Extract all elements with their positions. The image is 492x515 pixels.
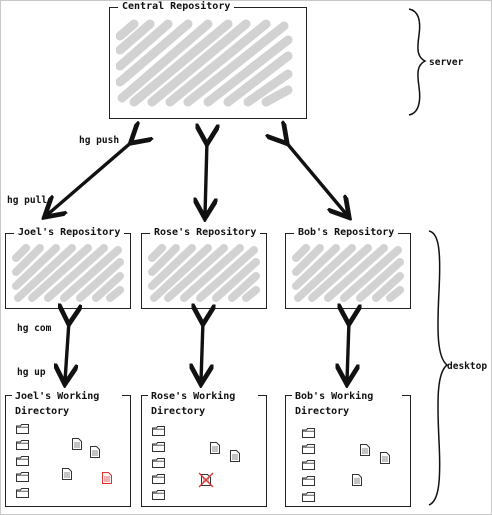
folder-icon	[152, 442, 165, 452]
update-commit-arrow-rose	[201, 321, 203, 381]
scribble-fill	[148, 244, 260, 302]
folder-icon	[152, 426, 165, 436]
hg-pull-label: hg pull	[7, 195, 48, 206]
hg-up-label: hg up	[17, 367, 46, 378]
hg-push-label: hg push	[79, 135, 120, 146]
server-label: server	[429, 57, 464, 68]
document-icon	[380, 452, 390, 464]
document-icon	[352, 474, 362, 486]
document-icon	[360, 444, 370, 456]
document-icon	[90, 446, 100, 458]
push-pull-arrow-joel	[47, 141, 133, 215]
folder-icon	[16, 440, 29, 450]
joel-working-directory-box: Joel's Working Directory	[5, 389, 131, 507]
folder-icon	[302, 476, 315, 486]
deleted-document-icon	[198, 472, 214, 488]
folder-icon	[152, 458, 165, 468]
folder-icon	[16, 424, 29, 434]
push-pull-arrow-rose	[205, 141, 207, 215]
rose-working-directory-title: Rose's Working Directory	[148, 389, 258, 419]
bob-repository-box: Bob's Repository	[285, 226, 411, 309]
desktop-label: desktop	[447, 361, 488, 372]
scribble-fill	[292, 244, 404, 302]
document-icon	[210, 442, 220, 454]
scribble-fill	[116, 19, 293, 107]
update-commit-arrow-bob	[347, 321, 349, 381]
folder-icon	[16, 488, 29, 498]
scribble-fill	[12, 244, 124, 302]
joel-repository-box: Joel's Repository	[5, 226, 131, 309]
bob-working-directory-box: Bob's Working Directory	[285, 389, 411, 507]
folder-icon	[302, 428, 315, 438]
modified-document-icon	[102, 472, 112, 484]
server-brace	[408, 8, 427, 116]
folder-icon	[16, 472, 29, 482]
hg-com-label: hg com	[17, 323, 52, 334]
joel-repository-title: Joel's Repository	[14, 226, 125, 240]
folder-icon	[302, 460, 315, 470]
desktop-brace	[428, 230, 449, 506]
bob-working-directory-title: Bob's Working Directory	[292, 389, 402, 419]
folder-icon	[152, 474, 165, 484]
rose-repository-title: Rose's Repository	[150, 226, 261, 240]
central-repository-box: Central Repository	[109, 1, 307, 119]
central-repository-title: Central Repository	[118, 1, 235, 14]
update-commit-arrow-joel	[65, 321, 69, 381]
document-icon	[62, 468, 72, 480]
folder-icon	[302, 444, 315, 454]
document-icon	[230, 450, 240, 462]
push-pull-arrow-bob	[285, 141, 347, 215]
folder-icon	[152, 490, 165, 500]
rose-repository-box: Rose's Repository	[141, 226, 267, 309]
folder-icon	[302, 492, 315, 502]
document-icon	[72, 438, 82, 450]
joel-working-directory-title: Joel's Working Directory	[12, 389, 122, 419]
folder-icon	[16, 456, 29, 466]
bob-repository-title: Bob's Repository	[294, 226, 399, 240]
rose-working-directory-box: Rose's Working Directory	[141, 389, 267, 507]
